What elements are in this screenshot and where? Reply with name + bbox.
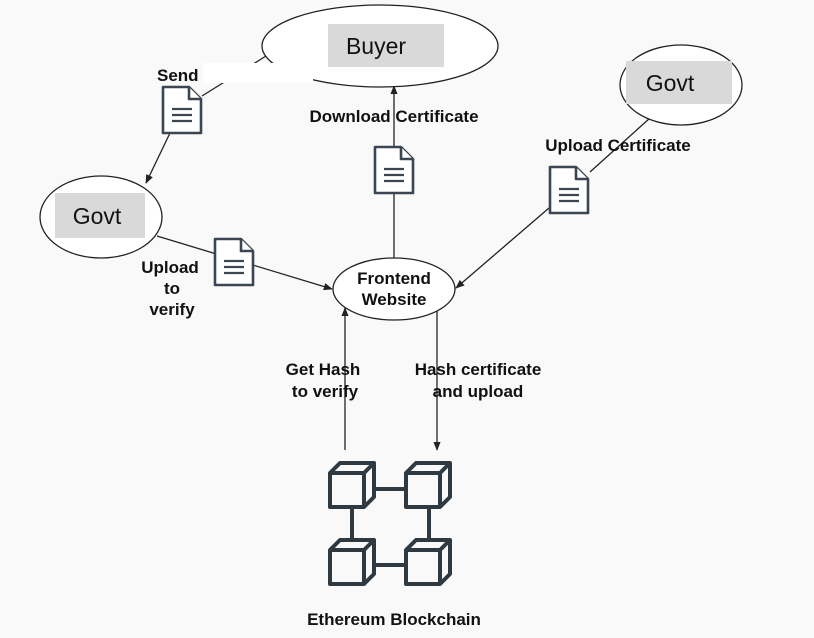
send-label: Send	[157, 66, 199, 85]
govt-left-label: Govt	[73, 203, 122, 229]
blockchain-icon	[328, 461, 452, 586]
frontend-label-line1: Frontend	[357, 269, 431, 288]
frontend-node: Frontend Website	[332, 257, 456, 321]
edge-govt-right-doc	[589, 117, 651, 173]
upload-certificate-label: Upload Certificate	[545, 136, 690, 155]
hash-upload-label-1: Hash certificate	[415, 360, 542, 379]
edge-send-govt	[145, 132, 171, 184]
hash-upload-label-2: and upload	[433, 382, 524, 401]
blockchain-label: Ethereum Blockchain	[307, 610, 481, 629]
document-icon	[548, 165, 590, 215]
upload-verify-label-1: Upload	[141, 258, 199, 277]
get-hash-label-2: to verify	[292, 382, 359, 401]
upload-verify-label-2: to	[164, 279, 180, 298]
govt-right-label: Govt	[646, 70, 695, 96]
frontend-label-line2: Website	[362, 290, 427, 309]
buyer-node: Buyer	[261, 4, 499, 88]
govt-left-node: Govt	[39, 175, 163, 259]
get-hash-label-1: Get Hash	[286, 360, 361, 379]
label-backdrop	[203, 63, 313, 83]
document-icon	[161, 85, 203, 135]
edge-doc-frontend	[455, 207, 550, 289]
document-icon	[373, 145, 415, 195]
upload-verify-label-3: verify	[149, 300, 195, 319]
download-certificate-label: Download Certificate	[309, 107, 478, 126]
document-icon	[213, 237, 255, 287]
govt-right-node: Govt	[619, 44, 743, 126]
buyer-label: Buyer	[346, 33, 406, 59]
